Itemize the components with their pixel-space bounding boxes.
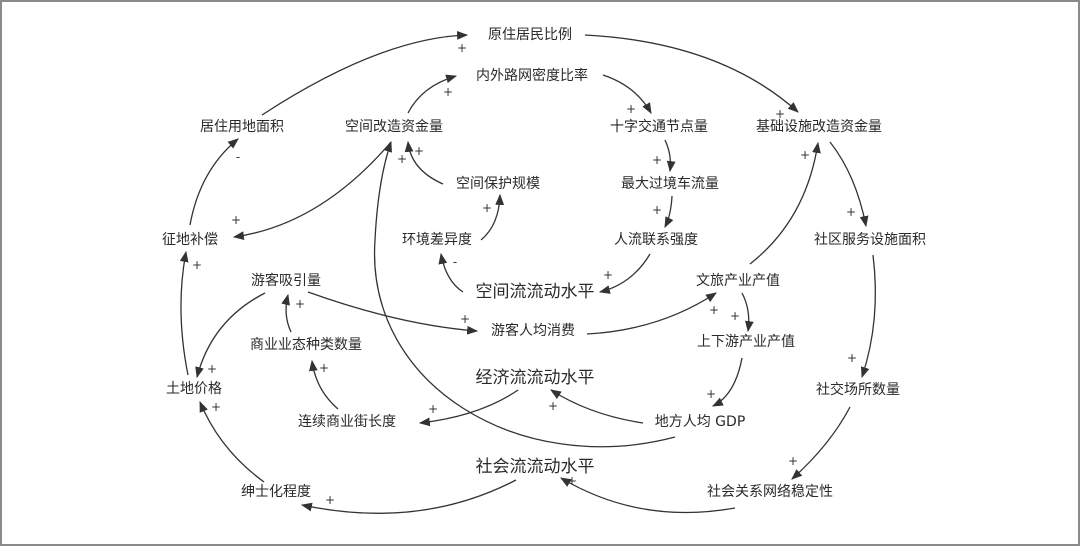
- polarity-label: +: [847, 351, 857, 365]
- edge-arrow: [602, 74, 652, 114]
- polarity-label: +: [706, 387, 716, 401]
- polarity-label: +: [207, 362, 217, 376]
- edges: [179, 30, 876, 514]
- edge-arrow: [418, 389, 519, 427]
- polarity-label: +: [603, 268, 613, 282]
- polarity-labels: + + + + + + + - + + + - + + + + + + + + …: [192, 41, 857, 507]
- polarity-label: +: [846, 205, 856, 219]
- node-land-compensation: 征地补偿: [162, 232, 218, 248]
- edge-arrow: [195, 292, 266, 379]
- polarity-label: +: [295, 297, 305, 311]
- edge-arrow: [584, 34, 799, 113]
- polarity-label: +: [428, 402, 438, 416]
- node-commercial-street-length: 连续商业街长度: [298, 413, 396, 430]
- polarity-label: +: [460, 312, 470, 326]
- polarity-label: +: [788, 454, 798, 468]
- node-people-flow-intensity: 人流联系强度: [614, 232, 698, 248]
- node-culture-tourism-output: 文旅产业产值: [696, 273, 780, 289]
- polarity-label: +: [800, 148, 810, 162]
- edge-arrow: [404, 140, 444, 185]
- node-gentrification: 绅士化程度: [241, 484, 311, 500]
- polarity-label: +: [397, 152, 407, 166]
- node-space-protection-scale: 空间保护规模: [456, 176, 540, 192]
- polarity-label: +: [482, 201, 492, 215]
- edge-arrow: [664, 139, 676, 173]
- node-road-density-ratio: 内外路网密度比率: [476, 67, 588, 84]
- polarity-label: +: [457, 41, 467, 55]
- polarity-label: -: [453, 255, 457, 269]
- node-local-gdp-per-capita: 地方人均 GDP: [655, 414, 746, 430]
- polarity-label: +: [775, 107, 785, 121]
- node-social-flow-level: 社会流流动水平: [476, 457, 595, 477]
- edge-arrow: [373, 140, 676, 448]
- node-infrastructure-fund: 基础设施改造资金量: [756, 118, 882, 135]
- node-business-type-count: 商业业态种类数量: [250, 337, 362, 353]
- polarity-label: +: [414, 144, 424, 158]
- polarity-label: +: [192, 258, 202, 272]
- edge-arrow: [860, 254, 876, 379]
- edge-arrow: [560, 477, 736, 514]
- edge-arrow: [189, 138, 239, 226]
- node-space-renovation-fund: 空间改造资金量: [345, 119, 443, 135]
- node-tourist-spending: 游客人均消费: [491, 322, 575, 339]
- polarity-label: +: [567, 474, 577, 488]
- edge-arrow: [480, 193, 505, 241]
- polarity-label: -: [236, 150, 240, 164]
- edge-arrow: [598, 253, 651, 294]
- edge-arrow: [664, 195, 674, 228]
- node-land-price: 土地价格: [166, 381, 222, 397]
- edge-arrow: [749, 141, 821, 265]
- edge-arrow: [438, 252, 464, 293]
- edge-arrow: [407, 74, 458, 114]
- polarity-label: +: [709, 303, 719, 317]
- edge-arrow: [741, 292, 754, 333]
- edge-arrow: [179, 250, 189, 376]
- edge-arrow: [586, 292, 717, 335]
- edge-arrow: [308, 359, 339, 410]
- polarity-label: +: [626, 102, 636, 116]
- edge-arrow: [300, 479, 517, 514]
- node-community-facility-area: 社区服务设施面积: [814, 232, 926, 248]
- polarity-label: +: [443, 85, 453, 99]
- edge-arrow: [712, 357, 743, 407]
- polarity-label: +: [231, 213, 241, 227]
- node-max-transit-traffic: 最大过境车流量: [621, 175, 719, 192]
- edge-arrow: [829, 141, 869, 228]
- node-supply-chain-output: 上下游产业产值: [697, 334, 795, 350]
- polarity-label: +: [548, 399, 558, 413]
- node-economic-flow-level: 经济流流动水平: [476, 368, 595, 388]
- edge-arrow: [307, 291, 479, 335]
- polarity-label: +: [325, 493, 335, 507]
- edge-arrow: [791, 406, 851, 480]
- node-original-resident-ratio: 原住居民比例: [488, 27, 572, 43]
- node-social-venue-count: 社交场所数量: [816, 381, 900, 398]
- node-intersection-count: 十字交通节点量: [610, 118, 708, 135]
- polarity-label: +: [730, 309, 740, 323]
- node-environment-difference: 环境差异度: [402, 232, 472, 248]
- node-residential-land-area: 居住用地面积: [200, 119, 284, 135]
- polarity-label: +: [652, 203, 662, 217]
- node-space-flow-level: 空间流流动水平: [476, 282, 595, 302]
- edge-arrow: [232, 141, 392, 240]
- edge-arrow: [550, 389, 644, 424]
- polarity-label: +: [211, 400, 221, 414]
- variables: 原住居民比例 内外路网密度比率 居住用地面积 空间改造资金量 十字交通节点量 基…: [162, 27, 926, 500]
- polarity-label: +: [652, 153, 662, 167]
- node-social-network-stability: 社会关系网络稳定性: [707, 484, 833, 500]
- edge-arrow: [199, 400, 265, 483]
- polarity-label: +: [319, 361, 329, 375]
- node-tourist-attraction: 游客吸引量: [251, 272, 321, 289]
- edge-arrow: [261, 30, 469, 116]
- edge-arrow: [281, 293, 292, 333]
